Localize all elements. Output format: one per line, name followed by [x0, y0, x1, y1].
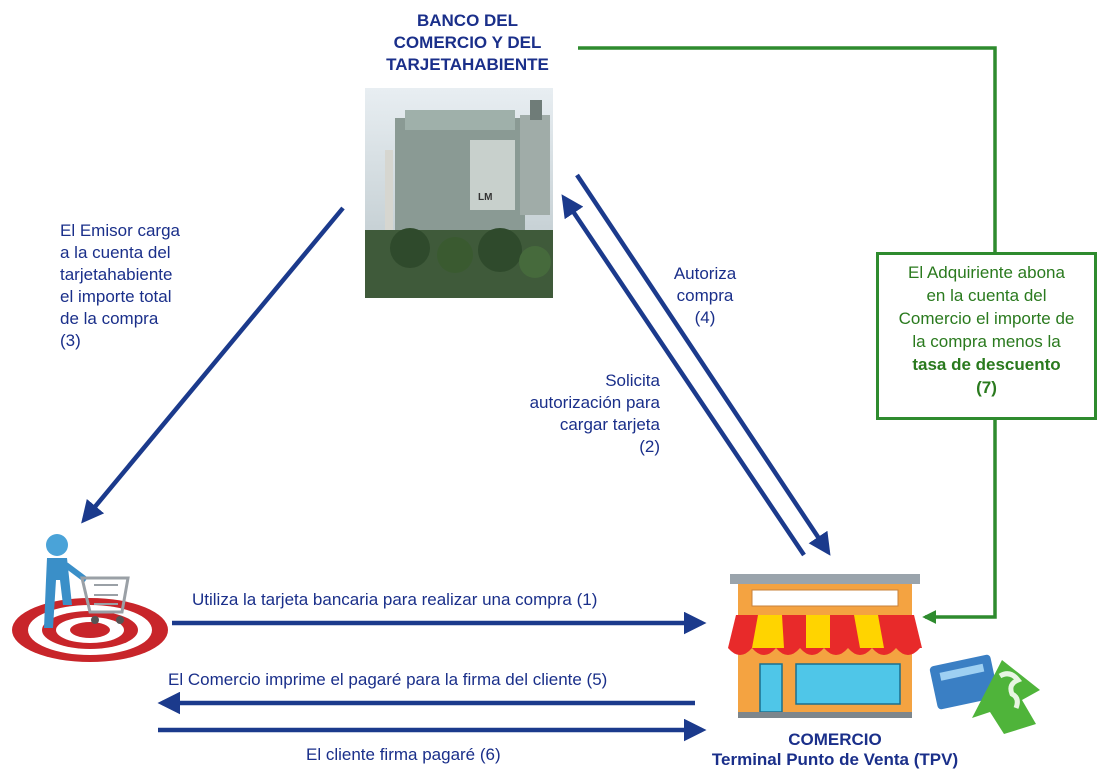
acquirer-line: en la cuenta del	[926, 286, 1047, 305]
bank-title-line: COMERCIO Y DEL	[393, 33, 542, 52]
step3-line: tarjetahabiente	[60, 265, 173, 284]
green-line-top	[578, 46, 997, 252]
acquirer-line: El Adquiriente abona	[908, 263, 1065, 282]
step3-line: el importe total	[60, 287, 172, 306]
bank-title: BANCO DEL COMERCIO Y DEL TARJETAHABIENTE	[350, 10, 585, 76]
customer-target-icon	[12, 534, 168, 662]
step3-line: El Emisor carga	[60, 221, 180, 240]
acquirer-line: Comercio el importe de	[898, 309, 1075, 328]
green-arrow-step7	[922, 420, 997, 624]
step2-line: Solicita	[605, 371, 660, 390]
step2-line: cargar tarjeta	[559, 415, 660, 434]
acquirer-step-number: (7)	[976, 378, 997, 397]
svg-text:LM: LM	[478, 192, 492, 203]
arrow-step2	[561, 194, 806, 557]
merchant-subtitle: Terminal Punto de Venta (TPV)	[711, 750, 959, 769]
step4-line: Autoriza	[673, 264, 737, 283]
step3-label: El Emisor carga a la cuenta del tarjetah…	[60, 220, 180, 352]
acquirer-box: El Adquiriente abona en la cuenta del Co…	[876, 252, 1097, 420]
step4-label: Autoriza compra (4)	[650, 263, 760, 329]
discount-rate-label: tasa de descuento	[912, 355, 1061, 374]
step3-line: de la compra	[60, 309, 159, 328]
step2-line: autorización para	[529, 393, 660, 412]
bank-title-line: BANCO DEL	[416, 11, 519, 30]
merchant-title: COMERCIO Terminal Punto de Venta (TPV)	[690, 730, 980, 770]
store-icon	[728, 574, 922, 718]
step2-line: (2)	[639, 437, 660, 456]
step4-line: compra	[676, 286, 734, 305]
step3-line: (3)	[60, 331, 81, 350]
arrow-step4	[575, 173, 831, 556]
step2-label: Solicita autorización para cargar tarjet…	[470, 370, 660, 458]
step3-line: a la cuenta del	[60, 243, 171, 262]
payment-card-icon	[929, 654, 1040, 734]
bank-building-image: LM	[365, 88, 553, 298]
step1-label: Utiliza la tarjeta bancaria para realiza…	[192, 590, 598, 609]
step6-label: El cliente firma pagaré (6)	[306, 745, 501, 764]
merchant-name: COMERCIO	[788, 730, 882, 749]
step5-label: El Comercio imprime el pagaré para la fi…	[168, 670, 608, 689]
acquirer-line: la compra menos la	[912, 332, 1061, 351]
bank-title-line: TARJETAHABIENTE	[386, 55, 549, 74]
arrow-step3	[81, 206, 345, 524]
step4-line: (4)	[694, 308, 716, 327]
